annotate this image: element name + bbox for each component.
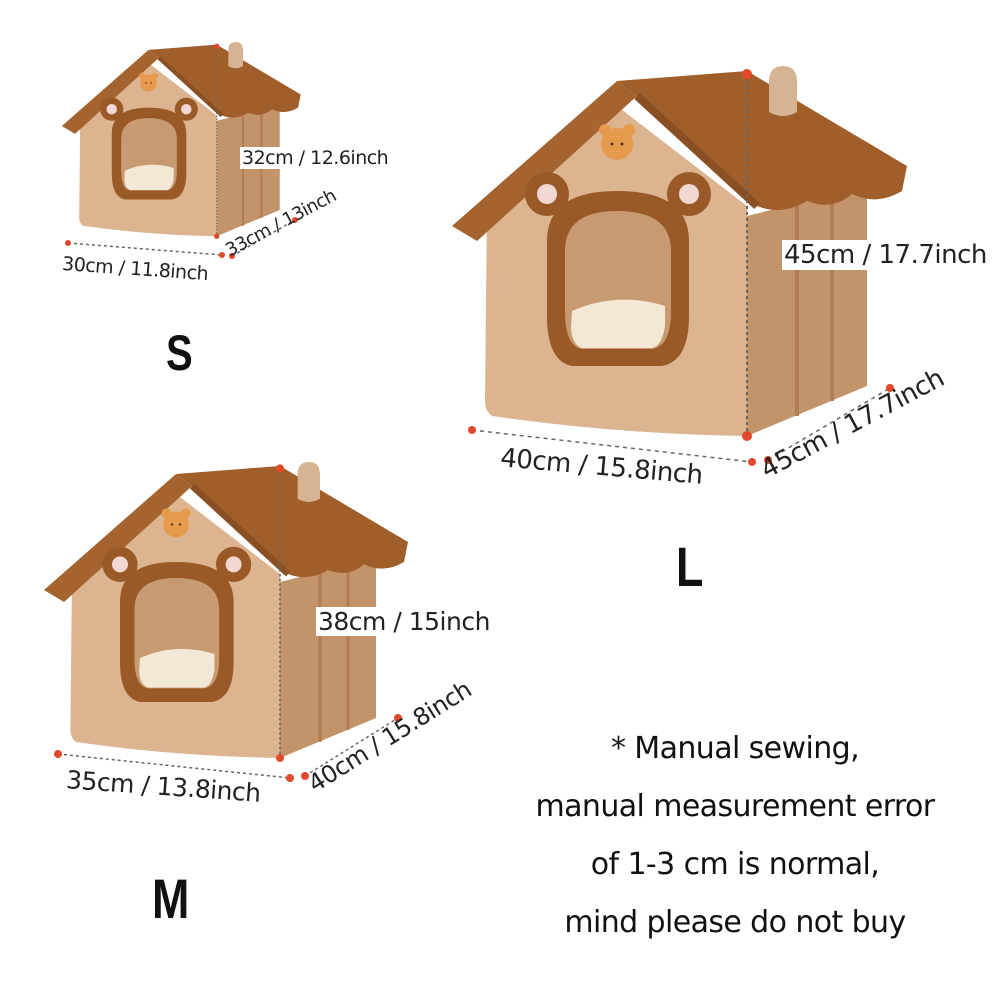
disclaimer-line-2: manual measurement error xyxy=(535,789,936,824)
disclaimer-line-4: mind please do not buy xyxy=(564,905,906,940)
large-height-dimension: 45cm / 17.7inch xyxy=(782,240,989,270)
size-label-small: S xyxy=(166,325,193,381)
medium-height-dimension: 38cm / 15inch xyxy=(316,607,492,636)
disclaimer-line-1: * Manual sewing, xyxy=(610,731,860,766)
measurement-disclaimer: * Manual sewing, manual measurement erro… xyxy=(500,720,970,952)
disclaimer-line-3: of 1-3 cm is normal, xyxy=(590,847,880,882)
size-label-large: L xyxy=(676,535,704,598)
small-height-dimension: 32cm / 12.6inch xyxy=(240,147,391,169)
size-label-medium: M xyxy=(152,867,190,930)
